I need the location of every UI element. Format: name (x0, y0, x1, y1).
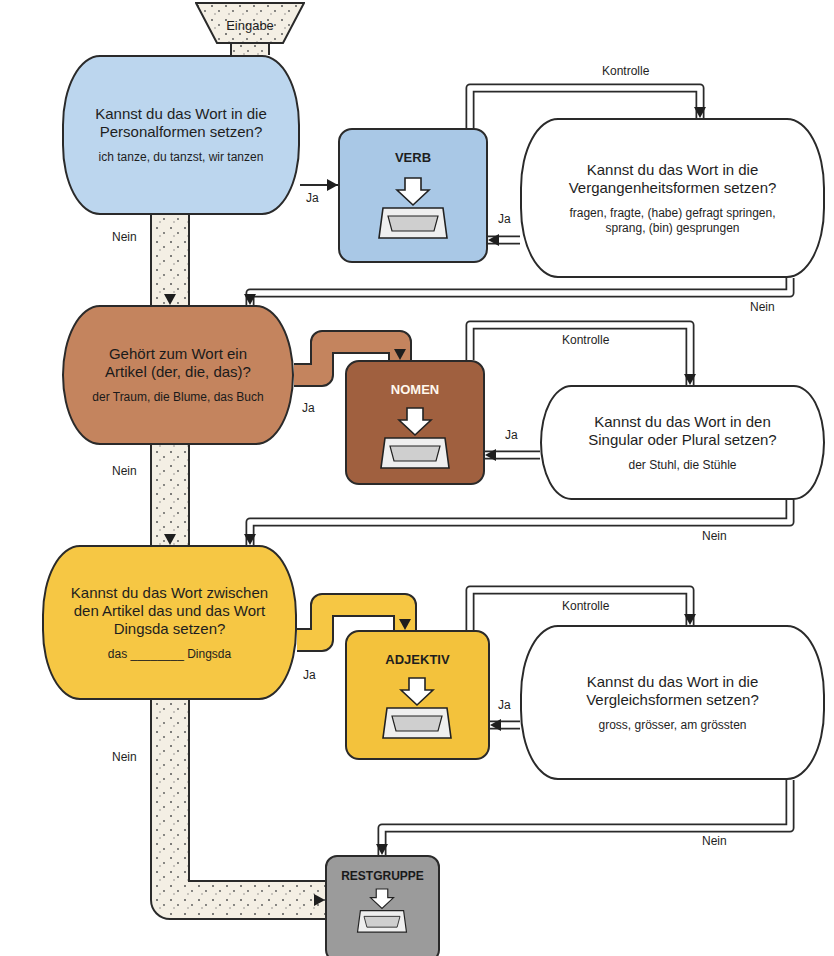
pipe-outline (382, 780, 790, 855)
funnel-shape (196, 3, 304, 43)
input-label: Eingabe (226, 18, 274, 34)
pipe-connector (170, 700, 325, 906)
check-tank: Kannst du das Wort in die Vergangenheits… (520, 118, 825, 278)
pipe-connector (490, 719, 520, 731)
arrow-head (399, 619, 411, 630)
pipe-inner (152, 445, 188, 545)
question-text: Kannst du das Wort in die Vergleichsform… (548, 673, 797, 709)
pipe-outline (470, 590, 690, 630)
pipe-outline (150, 445, 190, 545)
pipe-label: Ja (496, 698, 513, 712)
pipe-connector (244, 278, 790, 305)
arrow-head (164, 294, 176, 305)
example-text: das ________ Dingsda (108, 647, 231, 661)
tray-icon (381, 408, 449, 468)
category-label: ADJEKTIV (385, 652, 449, 668)
pipe-label: Ja (496, 212, 513, 226)
pipe-label: Ja (301, 668, 318, 682)
pipe-outline (250, 278, 790, 305)
pipe-label: Nein (700, 834, 729, 848)
question-text: Kannst du das Wort in die Vergangenheits… (548, 161, 797, 197)
pipe-label: Nein (110, 230, 139, 244)
pipe-outline (470, 325, 690, 385)
example-text: der Stuhl, die Stühle (628, 458, 736, 472)
pipe-outline (250, 500, 790, 545)
pipe-label: Kontrolle (560, 333, 611, 347)
pipe-inner (170, 700, 325, 900)
arrow-head (485, 449, 496, 461)
arrow-head (394, 349, 406, 360)
category-label: RESTGRUPPE (341, 869, 424, 883)
pipe-label: Kontrolle (560, 599, 611, 613)
check-tank: Kannst du das Wort in die Vergleichsform… (520, 625, 825, 780)
arrow-head (490, 719, 501, 731)
example-text: ich tanze, du tanzst, wir tanzen (99, 150, 264, 164)
input-funnel: Eingabe (195, 2, 305, 44)
pipe-connector (376, 780, 790, 855)
pipe-connector (164, 445, 176, 545)
question-tank: Gehört zum Wort ein Artikel (der, die, d… (62, 305, 294, 445)
example-text: gross, grösser, am grössten (598, 718, 746, 732)
arrow-head (164, 534, 176, 545)
pipe-inner (382, 780, 790, 855)
pipe-connector (250, 44, 251, 55)
example-text: der Traum, die Blume, das Buch (92, 390, 263, 404)
pipe-label: Ja (503, 428, 520, 442)
tray-icon (383, 678, 451, 738)
pipe-inner (470, 325, 690, 385)
arrow-head (244, 294, 256, 305)
pipe-label: Ja (304, 191, 321, 205)
pipe-connector (488, 234, 520, 246)
question-text: Kannst du das Wort in die Personalformen… (90, 105, 272, 141)
arrow-head (244, 534, 256, 545)
pipe-outline (230, 44, 270, 55)
pipe-label: Kontrolle (600, 64, 651, 78)
pipe-connector (164, 215, 176, 305)
pipe-connector (244, 500, 790, 545)
pipe-label: Nein (748, 300, 777, 314)
question-text: Kannst du das Wort in den Singular oder … (568, 413, 797, 449)
arrow-head (376, 844, 388, 855)
pipe-outline (170, 700, 325, 900)
category-box: RESTGRUPPE (325, 855, 440, 956)
arrow-head (488, 234, 499, 246)
pipe-outline (150, 215, 190, 305)
category-box: NOMEN (345, 360, 485, 485)
arrow-head (314, 894, 325, 906)
arrow-head (694, 107, 706, 118)
example-text: fragen, fragte, (habe) gefragt springen,… (548, 206, 797, 235)
pipe-inner (250, 278, 790, 305)
tray-icon (379, 178, 447, 238)
pipe-connector (300, 179, 338, 191)
pipe-inner (470, 590, 690, 630)
pipe-label: Nein (110, 464, 139, 478)
pipe-inner (250, 500, 790, 545)
pipe-connector (470, 590, 696, 630)
pipe-label: Nein (700, 529, 729, 543)
tray-icon (358, 889, 407, 932)
category-box: ADJEKTIV (345, 630, 490, 760)
arrow-head (684, 374, 696, 385)
pipe-connector (485, 449, 540, 461)
check-tank: Kannst du das Wort in den Singular oder … (540, 385, 825, 500)
pipe-label: Ja (300, 401, 317, 415)
question-text: Kannst du das Wort zwischen den Artikel … (70, 584, 269, 638)
category-box: VERB (338, 128, 488, 263)
question-tank: Kannst du das Wort in die Personalformen… (62, 55, 300, 215)
pipe-connector (470, 325, 696, 385)
pipe-label: Nein (110, 750, 139, 764)
arrow-head (327, 179, 338, 191)
category-label: VERB (395, 150, 431, 166)
question-tank: Kannst du das Wort zwischen den Artikel … (42, 545, 297, 700)
question-text: Gehört zum Wort ein Artikel (der, die, d… (90, 345, 266, 381)
arrow-head (684, 614, 696, 625)
pipe-inner (232, 44, 268, 55)
pipe-inner (152, 215, 188, 305)
category-label: NOMEN (391, 382, 439, 398)
